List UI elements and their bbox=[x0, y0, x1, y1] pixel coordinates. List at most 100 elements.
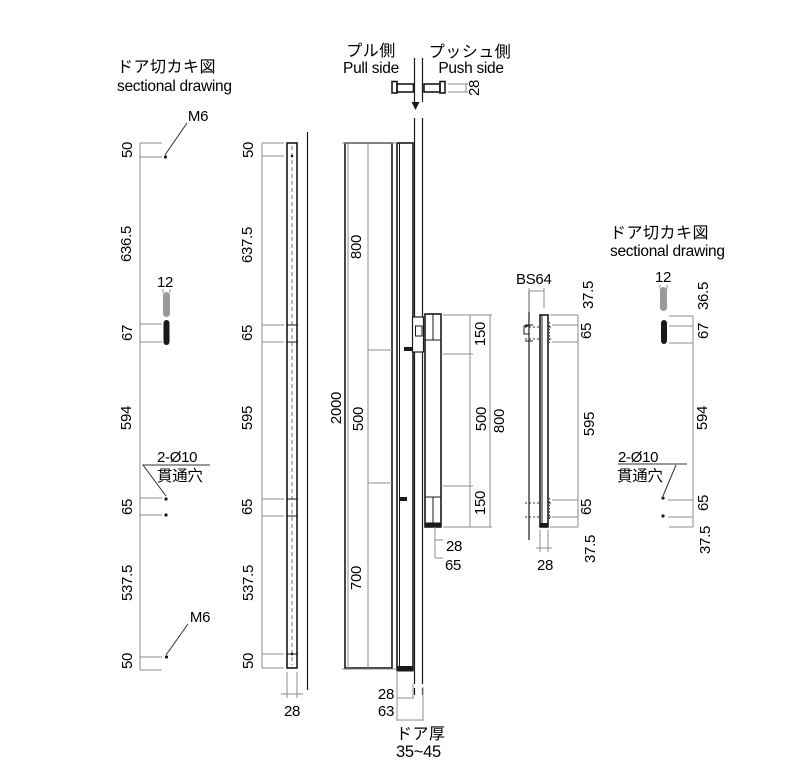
dim-label: 537.5 bbox=[240, 565, 257, 601]
grip-depth-label: 28 bbox=[466, 80, 483, 96]
dim-label: 37.5 bbox=[582, 535, 599, 563]
plate-dimension-lines bbox=[261, 142, 303, 698]
dim-label: 65 bbox=[578, 499, 595, 515]
dim-label: 594 bbox=[118, 406, 135, 430]
push-grip-section bbox=[423, 83, 441, 93]
push-bar-body bbox=[539, 314, 549, 528]
pull-grip-section bbox=[396, 83, 415, 93]
push-dimension-lines bbox=[536, 314, 579, 552]
dim-label: 537.5 bbox=[119, 565, 136, 601]
dim-label: 65 bbox=[239, 325, 256, 341]
dim-label: 637.5 bbox=[239, 227, 256, 263]
m6-hole-bottom bbox=[164, 655, 169, 659]
push-handle-details bbox=[425, 314, 441, 527]
section-arrow bbox=[411, 102, 420, 110]
dim-label: 595 bbox=[581, 412, 598, 436]
left-section-title-en: sectional drawing bbox=[117, 78, 232, 95]
dim-label: 65 bbox=[578, 323, 595, 339]
bolt-dotted-lines bbox=[525, 326, 552, 518]
through-hole-1 bbox=[661, 496, 665, 500]
door-thickness-range: 35~45 bbox=[396, 743, 441, 761]
pull-plate-front-view: 50 637.5 65 595 65 537.5 50 28 bbox=[239, 132, 309, 720]
pull-side-label-en: Pull side bbox=[343, 60, 399, 77]
backset-bracket bbox=[528, 288, 545, 312]
slot-width-label: 12 bbox=[157, 274, 173, 291]
dim-label: 595 bbox=[239, 406, 256, 430]
slot-width-label: 12 bbox=[655, 269, 671, 286]
left-sectional-view: ドア切カキ図 sectional drawing M6 50 636.5 12 … bbox=[117, 58, 232, 671]
dim-label: 50 bbox=[119, 653, 136, 669]
thread-label-top: M6 bbox=[188, 108, 208, 125]
dim-label: 50 bbox=[240, 142, 257, 158]
dim-label: 594 bbox=[694, 406, 711, 430]
dim-label: 500 bbox=[350, 407, 367, 431]
main-assembly-view: 800 2000 500 700 150 500 800 150 28 65 2… bbox=[328, 118, 508, 761]
door-face-lines bbox=[413, 118, 424, 695]
grip-depth-dimension bbox=[448, 83, 468, 93]
dim-label: 65 bbox=[239, 499, 256, 515]
push-grip-end-section bbox=[439, 80, 446, 94]
right-section-title-jp: ドア切カキ図 bbox=[610, 224, 709, 242]
plate-width-label: 28 bbox=[284, 703, 300, 720]
dim-label: 50 bbox=[119, 142, 136, 158]
dim-label: 67 bbox=[119, 325, 136, 341]
through-hole-2 bbox=[661, 514, 665, 518]
push-side-label-jp: プッシュ側 bbox=[429, 43, 512, 61]
overall-length-label: 2000 bbox=[328, 392, 345, 424]
right-section-title-en: sectional drawing bbox=[610, 243, 725, 260]
through-hole-1 bbox=[164, 497, 168, 501]
right-dimension-lines bbox=[659, 285, 694, 528]
push-handle-bottom-cap bbox=[424, 522, 442, 527]
door-section-lines bbox=[413, 58, 424, 102]
dim-label: 700 bbox=[348, 566, 365, 590]
pull-mount-boss-top bbox=[404, 347, 414, 351]
right-sectional-view: ドア切カキ図 sectional drawing 12 36.5 67 594 … bbox=[610, 224, 725, 554]
push-side-label-en: Push side bbox=[438, 60, 503, 77]
latch-keeper bbox=[415, 325, 423, 337]
dim-label: 28 bbox=[446, 538, 462, 555]
hole-note-line2: 貫通穴 bbox=[617, 467, 663, 485]
dim-label: 636.5 bbox=[118, 226, 135, 262]
push-bar-bottom-cap bbox=[539, 523, 549, 527]
dim-label: 800 bbox=[348, 235, 365, 259]
plate-hole-marks bbox=[286, 324, 298, 655]
main-dimension-lines bbox=[342, 142, 492, 721]
push-handle-side bbox=[424, 313, 442, 528]
push-handle-side-view: BS64 37.5 65 595 65 37.5 28 bbox=[516, 271, 599, 574]
groove-slot-light bbox=[163, 292, 170, 317]
door-thickness-label: ドア厚 bbox=[396, 726, 446, 743]
dim-label: 28 bbox=[378, 686, 394, 703]
dim-label: 67 bbox=[695, 323, 712, 339]
groove-slot-light bbox=[660, 287, 667, 311]
thread-label-bottom: M6 bbox=[190, 609, 210, 626]
push-bar-width-label: 28 bbox=[537, 557, 553, 574]
dim-label: 36.5 bbox=[695, 282, 712, 310]
hole-note-line1: 2-Ø10 bbox=[157, 449, 197, 466]
dim-label: 65 bbox=[119, 499, 136, 515]
plate-screw-top bbox=[290, 154, 294, 158]
hole-note-line2: 貫通穴 bbox=[157, 467, 203, 485]
dim-label: 63 bbox=[378, 703, 394, 720]
dim-label: 150 bbox=[472, 322, 489, 346]
pull-side-label-jp: プル側 bbox=[346, 42, 396, 60]
pull-mount-boss-bottom bbox=[399, 497, 407, 501]
right-leader-lines bbox=[618, 463, 687, 497]
latch-side bbox=[523, 325, 530, 335]
dim-label: 50 bbox=[240, 653, 257, 669]
left-section-title-jp: ドア切カキ図 bbox=[117, 58, 216, 76]
hole-note-line1: 2-Ø10 bbox=[618, 449, 658, 466]
m6-hole-top bbox=[163, 155, 168, 159]
pull-handle-bottom-cap bbox=[396, 666, 414, 672]
left-leader-lines bbox=[142, 122, 210, 656]
push-overall-label: 800 bbox=[491, 409, 508, 433]
latch-body bbox=[411, 316, 425, 353]
through-hole-2 bbox=[164, 513, 168, 517]
plate-screw-bottom bbox=[290, 652, 294, 656]
dim-label: 500 bbox=[473, 407, 490, 431]
dim-label: 65 bbox=[695, 495, 712, 511]
dim-label: 37.5 bbox=[580, 281, 597, 309]
left-dimension-lines bbox=[139, 142, 171, 671]
door-line-marks bbox=[525, 324, 533, 342]
